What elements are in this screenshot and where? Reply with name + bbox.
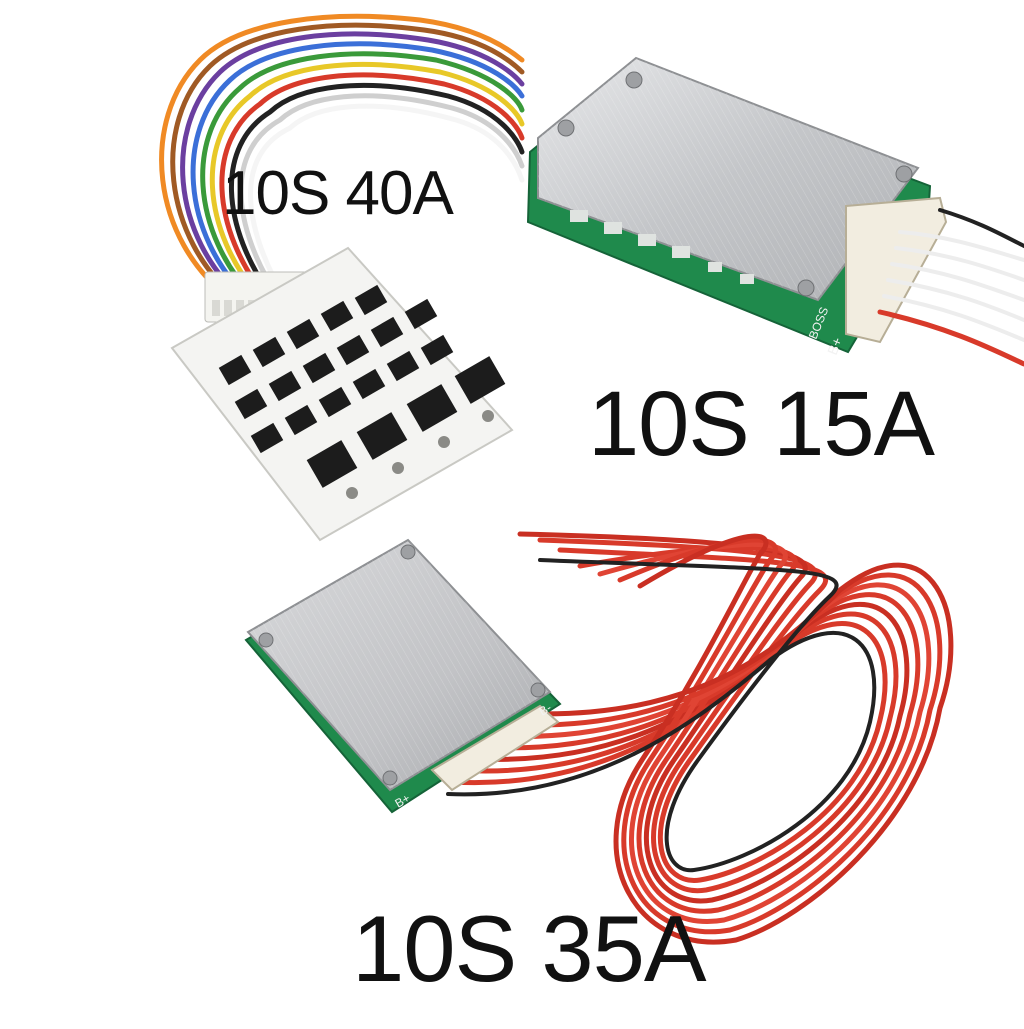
pcb-silkscreen-b-plus: B+ — [824, 335, 845, 357]
mosfet-array — [218, 284, 506, 488]
solder-pads — [346, 410, 494, 499]
rainbow-wire-harness — [159, 13, 525, 303]
product-label-10s-15a: 10S 15A — [588, 373, 935, 475]
cover-screws — [557, 71, 913, 297]
bms-40a-product — [159, 13, 525, 542]
balance-connector — [430, 704, 560, 792]
red-wire-loop — [446, 531, 954, 945]
pcb-silkscreen-b-plus-35a: B+ — [393, 791, 413, 811]
bms-15a-product: B+ BOSS — [526, 56, 1024, 367]
bms-35a-product: B+ B- — [244, 531, 954, 945]
thin-wire-bundle — [877, 208, 1024, 367]
product-label-10s-35a: 10S 35A — [352, 896, 707, 1001]
pcb-components — [570, 210, 754, 284]
product-label-10s-40a: 10S 40A — [222, 159, 454, 228]
cover-screws-35a — [258, 544, 546, 786]
